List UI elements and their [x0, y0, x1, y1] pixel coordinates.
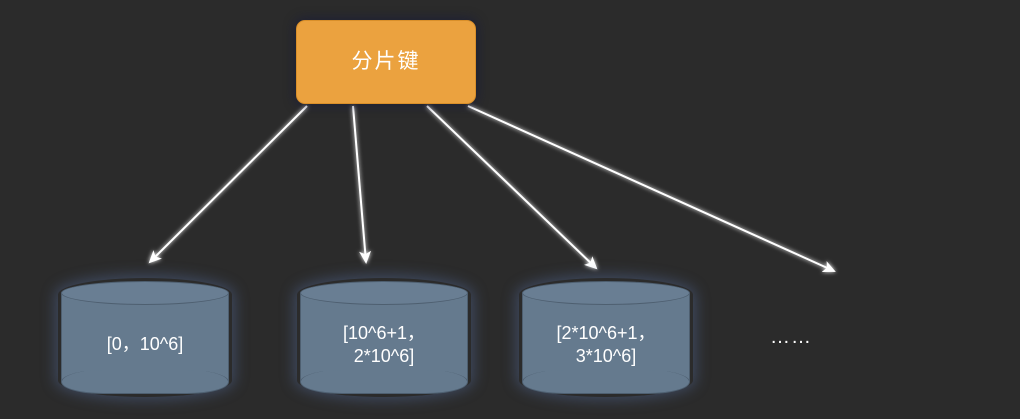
shard-cylinder-3[interactable]: [2*10^6+1， 3*10^6] [522, 281, 690, 394]
more-shards-ellipsis: …… [770, 326, 812, 348]
arrow-to-shard-3 [426, 105, 598, 270]
shard-body [300, 293, 468, 382]
shard-range-label: [2*10^6+1， 3*10^6] [556, 323, 656, 366]
arrow-to-ellipsis [467, 105, 836, 273]
shard-range-label: [10^6+1， 2*10^6] [342, 323, 425, 366]
shard-top-ellipse [61, 281, 229, 305]
shard-bottom-ellipse [522, 370, 690, 394]
arrow-to-shard-2 [352, 105, 372, 264]
shard-bottom-ellipse [61, 370, 229, 394]
arrow-to-shard-1 [148, 105, 308, 264]
shard-range-label: [0，10^6] [106, 334, 184, 355]
shard-top-ellipse [522, 281, 690, 305]
shard-cylinder-2[interactable]: [10^6+1， 2*10^6] [300, 281, 468, 394]
shard-bottom-ellipse [300, 370, 468, 394]
shard-cylinder-1[interactable]: [0，10^6] [61, 281, 229, 394]
shard-top-ellipse [300, 281, 468, 305]
shard-key-node-label: 分片键 [351, 50, 421, 74]
shard-key-node[interactable]: 分片键 [296, 20, 476, 104]
shard-body [522, 293, 690, 382]
shard-body [61, 293, 229, 382]
